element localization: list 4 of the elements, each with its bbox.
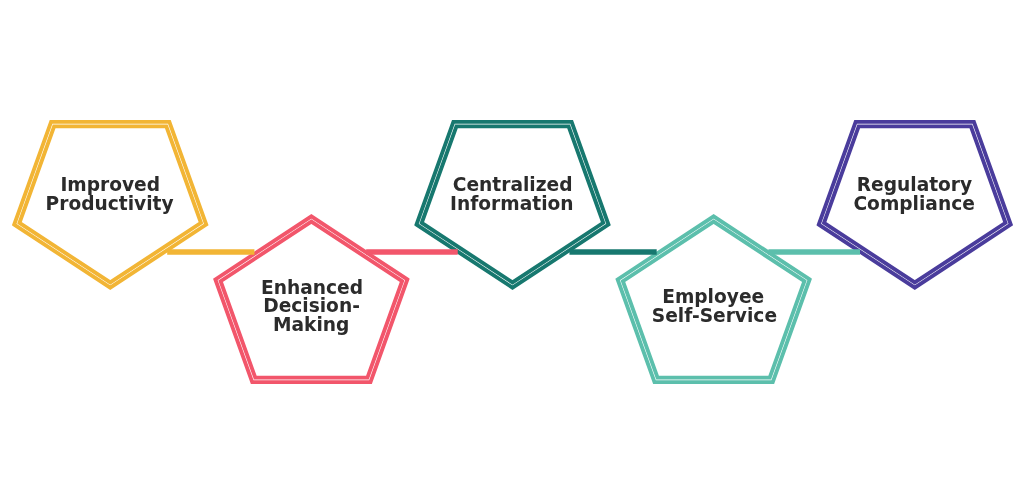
connector [568, 248, 657, 255]
connector [166, 248, 254, 255]
connector [767, 248, 860, 255]
connector [365, 248, 458, 255]
